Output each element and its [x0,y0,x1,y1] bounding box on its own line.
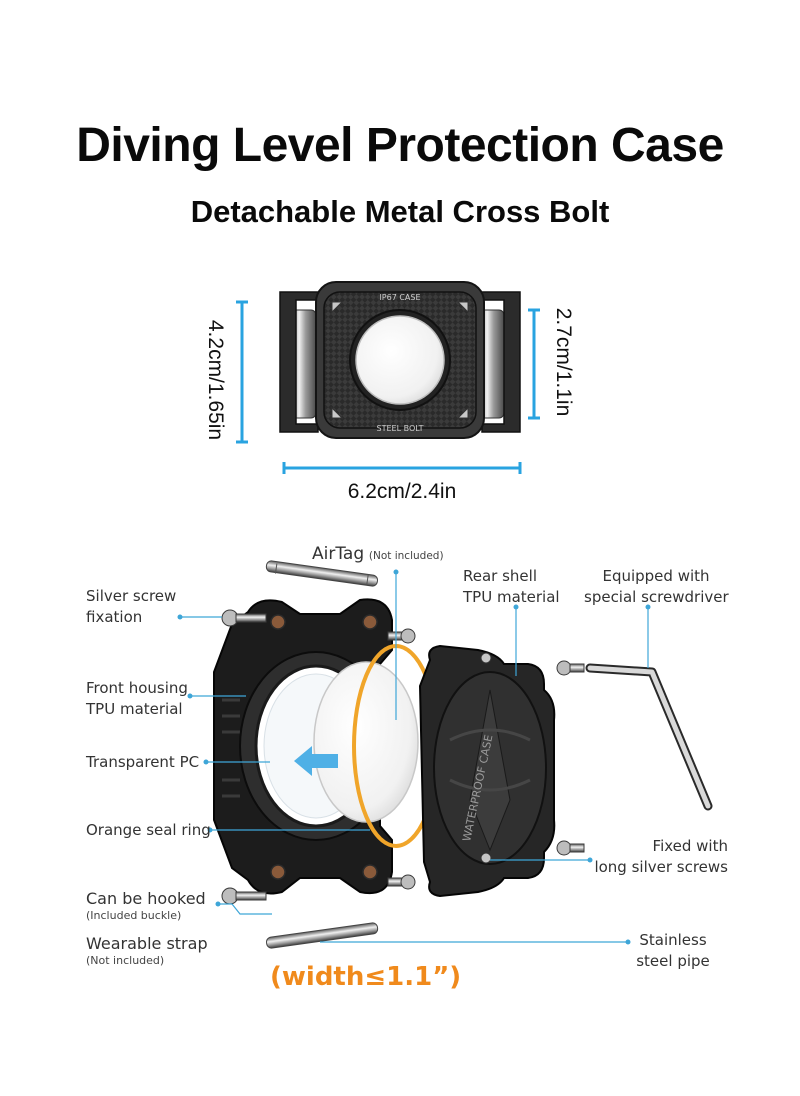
strap-width-note: (width≤1.1”) [270,962,462,992]
insert-arrow-icon [294,746,338,776]
leader-lines [180,572,649,943]
screw-right-top [556,660,585,676]
screwdriver-icon [585,663,713,811]
dimension-bracket-bottom [282,462,522,474]
screw-bottom-mid [387,874,416,890]
label-silver-screw: Silver screw fixation [86,587,177,626]
page-title: Diving Level Protection Case [76,119,724,172]
case-top-view: IP67 CASE STEEL BOLT [279,281,521,439]
screw-right-bottom [556,840,585,856]
label-rear-shell: Rear shell TPU material [463,567,560,606]
rear-shell: WATERPROOF CASE [418,644,556,898]
case-bottom-marking: STEEL BOLT [377,424,424,433]
dimension-height-outer: 4.2cm/1.65in [204,319,227,441]
screw-top-left [221,609,267,627]
label-strap-note: (Not included) [86,954,165,967]
corner-bolts [331,301,469,419]
label-can-be-hooked: Can be hooked [86,889,206,908]
label-hooked-note: (Included buckle) [86,909,182,922]
leader-dots [177,569,651,945]
dimension-width: 6.2cm/2.4in [347,480,457,503]
silver-screws [221,609,585,905]
label-wearable-strap: Wearable strap [86,934,208,953]
dimension-height-inner: 2.7cm/1.1in [552,307,575,417]
page-subtitle: Detachable Metal Cross Bolt [190,194,610,229]
screw-bottom-left [221,887,267,905]
label-airtag: AirTag (Not included) [312,544,444,564]
dimension-bracket-right [528,308,540,420]
airtag-exploded [313,661,419,823]
label-steel-pipe: Stainless steel pipe [636,931,710,970]
dimension-bracket-left [236,300,248,444]
label-front-housing: Front housing TPU material [86,679,188,718]
label-orange-seal-ring: Orange seal ring [86,821,211,839]
case-top-marking: IP67 CASE [379,293,420,302]
bottom-steel-pin [265,922,379,949]
label-screwdriver: Equipped with special screwdriver [584,567,729,606]
airtag-disc [355,315,445,405]
label-fixed-screws: Fixed with long silver screws [594,837,728,876]
label-transparent-pc: Transparent PC [86,753,200,771]
top-steel-pin [265,560,379,587]
